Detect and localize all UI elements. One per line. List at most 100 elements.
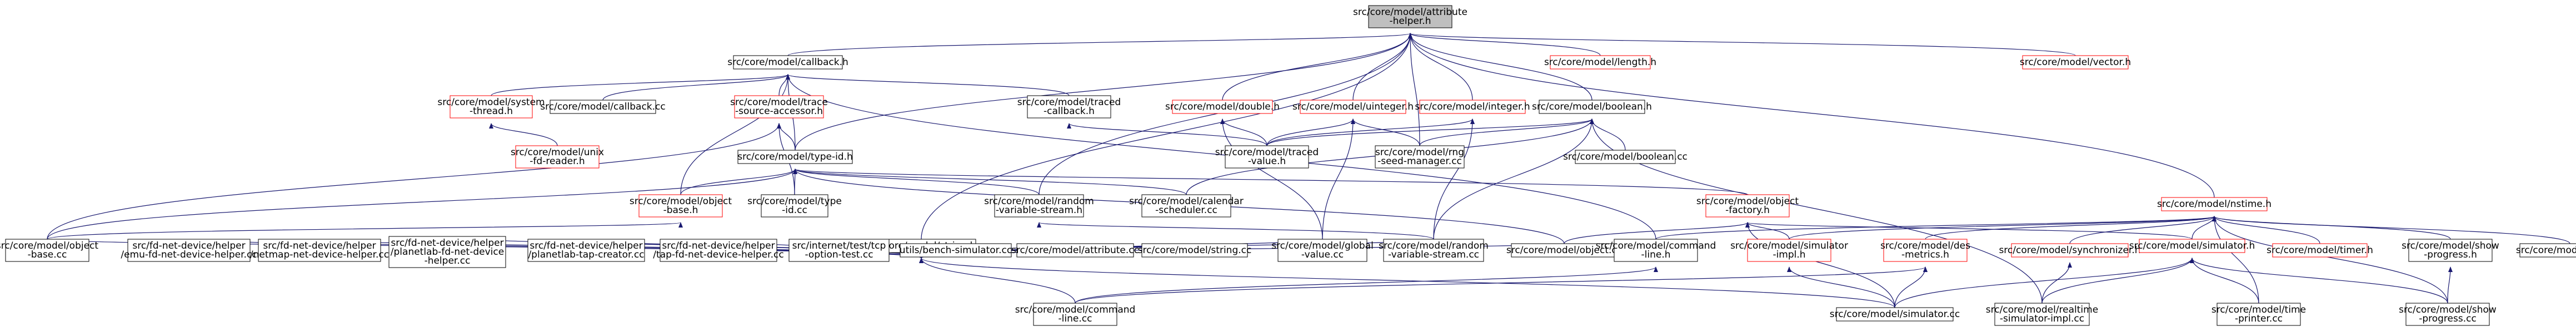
graph-node[interactable]: src/core/model/timer.h (2267, 243, 2373, 258)
node-box (734, 95, 824, 118)
node-label: src/core/model/realtime (1986, 304, 2098, 315)
graph-node[interactable]: src/core/model/rng-seed-manager.cc (1375, 145, 1465, 169)
node-box (2519, 243, 2576, 258)
graph-node[interactable]: src/core/model/unix-fd-reader.h (511, 145, 604, 169)
graph-node[interactable]: src/core/model/random-variable-stream.cc (1379, 239, 1489, 262)
include-edge (47, 123, 781, 240)
node-box (5, 239, 89, 262)
graph-node[interactable]: src/fd-net-device/helper/planetlab-tap-c… (527, 239, 645, 262)
graph-node[interactable]: src/core/model/show-progress.cc (2399, 303, 2497, 326)
node-label: /tap-fd-net-device-helper.cc (653, 249, 783, 260)
graph-node[interactable]: src/core/model/command-line.cc (1015, 303, 1136, 326)
node-label: -source-accessor.h (735, 106, 823, 117)
graph-node[interactable]: src/core/model/length.h (1544, 55, 1656, 70)
node-box (1575, 150, 1676, 164)
node-label: src/core/model/random (1379, 240, 1489, 251)
include-edge (1037, 222, 1434, 240)
graph-node[interactable]: src/internet/test/tcp-option-test.cc (788, 239, 890, 262)
graph-node[interactable]: src/core/model/simulator.cc (1830, 307, 1960, 322)
include-edge (921, 33, 1412, 240)
node-box (1614, 239, 1698, 262)
include-edge (1787, 266, 1895, 308)
graph-node: src/core/model/attribute-helper.h (1353, 5, 1467, 28)
include-edge (1351, 118, 1420, 146)
graph-node[interactable]: src/core/model/vector.h (2020, 55, 2131, 70)
graph-node[interactable]: src/core/model/trace-source-accessor.h (730, 95, 828, 118)
node-label: src/core/model/des (1880, 240, 1970, 251)
graph-node[interactable]: src/core/model/object-factory.h (1696, 194, 1799, 218)
graph-node[interactable]: src/core/model/uinteger.h (1292, 100, 1414, 114)
node-label: src/core/model/simulator (1730, 240, 1848, 251)
include-edge (2069, 216, 2216, 244)
graph-node[interactable]: src/core/model/random-variable-stream.h (984, 194, 1094, 218)
graph-node[interactable]: src/core/model/command-line.h (1596, 239, 1716, 262)
graph-node[interactable]: src/fd-net-device/helper/tap-fd-net-devi… (653, 239, 784, 262)
graph-node[interactable]: src/core/model/traced-value.h (1215, 145, 1319, 169)
graph-node[interactable]: src/core/model/system-thread.h (437, 95, 545, 118)
graph-node[interactable]: src/core/model/realtime-simulator-impl.c… (1986, 303, 2098, 326)
include-edge (1220, 118, 1323, 240)
node-label: -base.h (663, 205, 698, 216)
graph-node[interactable]: src/core/model/type-id.h (737, 150, 853, 164)
graph-node[interactable]: src/core/model/time-printer.cc (2211, 303, 2306, 326)
include-edge (1564, 222, 1750, 244)
graph-node[interactable]: src/core/model/simulator-impl.h (1730, 239, 1848, 262)
node-label: src/core/model/double.h (1165, 101, 1280, 112)
graph-node[interactable]: src/core/model/des-metrics.h (1880, 239, 1970, 262)
graph-node[interactable]: src/core/model/object-base.h (630, 194, 732, 218)
graph-node[interactable]: src/core/model/show-progress.h (2402, 239, 2499, 262)
include-edge (1408, 33, 2076, 56)
node-label: src/core/model/uinteger.h (1292, 101, 1414, 112)
graph-node[interactable]: src/core/model/calendar-scheduler.cc (1129, 194, 1244, 218)
node-label: src/core/model/vector.h (2020, 57, 2131, 68)
graph-node[interactable]: src/core/model/simulator.h (2129, 239, 2255, 253)
node-label: -value.h (1248, 156, 1286, 167)
node-box (1300, 100, 1406, 114)
graph-node[interactable]: src/core/model/object.cc (1506, 243, 1622, 258)
graph-node[interactable]: src/core/model/attribute.cc (1011, 243, 1139, 258)
graph-node[interactable]: src/core/model/integer.h (1415, 100, 1530, 114)
node-label: src/core/model/calendar (1129, 196, 1244, 207)
include-edge (602, 74, 790, 101)
node-label: src/core/model/nstime.h (2157, 199, 2272, 210)
include-edge (919, 258, 1895, 308)
include-edge (1222, 33, 1412, 101)
include-edge (1408, 33, 2215, 198)
graph-node[interactable]: src/core/model/callback.h (727, 55, 848, 70)
node-label: src/core/model/random (984, 196, 1094, 207)
graph-node[interactable]: src/core/model/callback.cc (540, 100, 666, 114)
node-box (2405, 303, 2490, 326)
node-label: src/fd-net-device/helper (263, 240, 376, 251)
node-label: -helper.cc (425, 255, 471, 266)
node-label: src/core/model/command (1596, 240, 1716, 251)
node-label: /planetlab-tap-creator.cc (528, 249, 644, 260)
graph-node[interactable]: src/fd-net-device/helper/emu-fd-net-devi… (121, 239, 257, 262)
graph-node[interactable]: src/core/model/object-base.cc (0, 239, 98, 262)
graph-node[interactable]: src/core/model/global-value.cc (1271, 239, 1374, 262)
include-edge (919, 258, 1076, 304)
node-box (900, 243, 1012, 258)
graph-node[interactable]: src/core/model/nstime.h (2157, 197, 2272, 211)
include-edge (1075, 266, 1928, 304)
node-box (733, 55, 843, 70)
include-edge (1745, 222, 2193, 240)
node-box (258, 239, 381, 262)
graph-node[interactable]: src/fd-net-device/helper/netmap-net-devi… (250, 239, 389, 262)
graph-node[interactable]: src/core/model/type-id.cc (747, 194, 842, 218)
include-edge (2041, 258, 2194, 304)
graph-node[interactable]: src/core/model/traced-callback.h (1017, 95, 1121, 118)
node-box (1016, 243, 1134, 258)
graph-node[interactable]: src/core/model/double.h (1165, 100, 1280, 114)
graph-node[interactable]: src/fd-net-device/helper/planetlab-fd-ne… (388, 236, 506, 268)
node-box (1141, 243, 1248, 258)
node-box (2408, 239, 2493, 262)
graph-node[interactable]: src/core/model/synchronizer.h (1999, 243, 2141, 258)
graph-node[interactable]: src/core/model/time.cc (2516, 243, 2576, 258)
include-edge (2212, 216, 2448, 304)
include-edge (1745, 222, 1895, 308)
graph-node[interactable]: utils/bench-simulator.cc (900, 243, 1012, 258)
graph-node[interactable]: src/core/model/boolean.cc (1563, 150, 1688, 164)
graph-node[interactable]: src/core/model/boolean.h (1532, 100, 1652, 114)
node-label: -factory.h (1725, 205, 1770, 216)
graph-node[interactable]: src/core/model/string.cc (1138, 243, 1252, 258)
